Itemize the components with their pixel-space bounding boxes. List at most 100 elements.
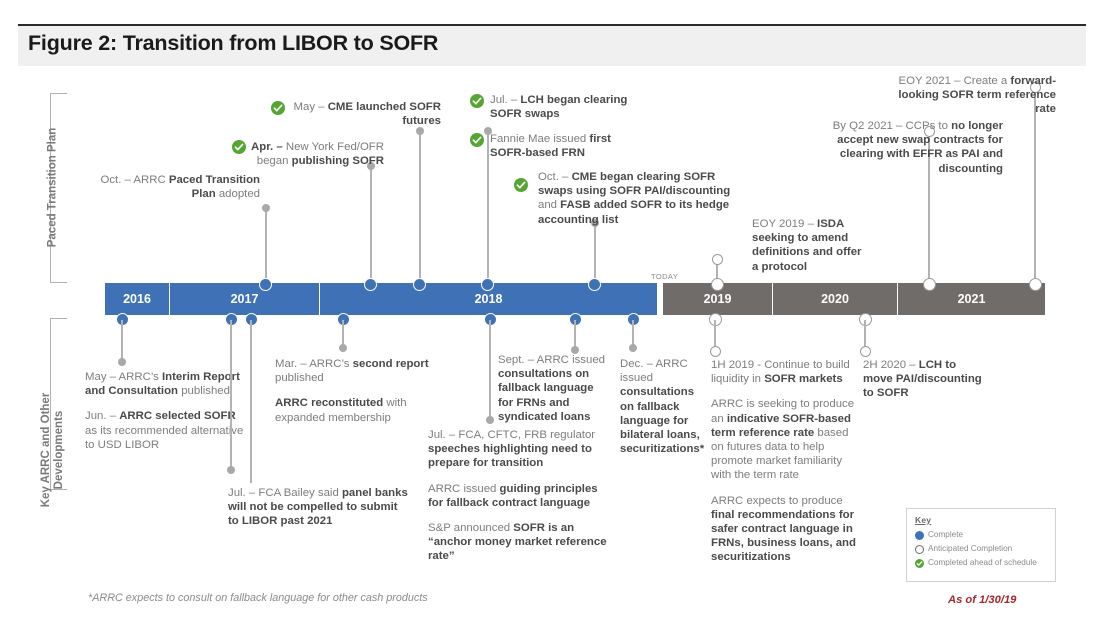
annotation-2h-2020-lch-pai: 2H 2020 – LCH to move PAI/discounting to… bbox=[863, 358, 987, 401]
connector-endpoint-hollow bbox=[860, 346, 871, 357]
completed-ahead-icon bbox=[514, 178, 528, 192]
legend-label-anticipated: Anticipated Completion bbox=[928, 544, 1013, 553]
timeline-bar: 2016 2017 2018 2019 2020 2021 bbox=[105, 283, 1045, 315]
annotation-paragraph: Dec. – ARRC issued consultations on fall… bbox=[620, 358, 705, 456]
timeline-segment-2020[interactable]: 2020 bbox=[773, 283, 898, 315]
annotation-paragraph: Jul. – FCA, CFTC, FRB regulator speeches… bbox=[428, 429, 596, 470]
key-legend-title: Key bbox=[915, 515, 932, 525]
timeline-node-oct-2018-cme-pai-fasb[interactable] bbox=[588, 278, 601, 291]
key-legend: Key Complete Anticipated Completion Comp… bbox=[906, 508, 1056, 582]
connector-stem bbox=[342, 320, 344, 348]
timeline-node-may-2018-cme-futures[interactable] bbox=[413, 278, 426, 291]
annotation-dec-2018-bilateral-consultations: Dec. – ARRC issued consultations on fall… bbox=[620, 357, 704, 456]
connector-stem bbox=[121, 320, 123, 362]
bracket-paced-transition-plan bbox=[50, 93, 67, 283]
legend-label-completed-ahead: Completed ahead of schedule bbox=[928, 558, 1037, 567]
timeline-year-label: 2017 bbox=[230, 292, 259, 306]
connector-stem bbox=[574, 320, 576, 350]
timeline-node-eoy-2019-isda[interactable] bbox=[711, 278, 724, 291]
annotation-jul-2018-regulator-speeches: Jul. – FCA, CFTC, FRB regulator speeches… bbox=[428, 428, 612, 564]
page-title: Figure 2: Transition from LIBOR to SOFR bbox=[28, 31, 439, 55]
annotation-by-q2-2021-ccps: By Q2 2021 – CCPs to no longer accept ne… bbox=[832, 120, 1003, 175]
timeline-segment-2021[interactable]: 2021 bbox=[898, 283, 1045, 315]
connector-endpoint-hollow bbox=[712, 254, 723, 265]
connector-stem bbox=[864, 320, 866, 350]
connector-stem bbox=[632, 320, 634, 348]
completed-ahead-icon bbox=[271, 101, 285, 115]
bracket-key-arrc-developments bbox=[50, 318, 67, 490]
annotation-paragraph: ARRC issued guiding principles for fallb… bbox=[428, 482, 598, 509]
connector-endpoint-dot bbox=[629, 344, 637, 352]
timeline-year-label: 2016 bbox=[123, 292, 151, 306]
connector-endpoint-dot bbox=[484, 127, 492, 135]
completed-ahead-icon bbox=[470, 133, 484, 147]
today-label: TODAY bbox=[651, 272, 679, 281]
annotation-apr-2018-nyfed-ofr: Apr. – New York Fed/OFR began publishing… bbox=[251, 141, 384, 168]
legend-complete-icon bbox=[915, 531, 924, 540]
annotation-paragraph: Mar. – ARRC’s second report published bbox=[275, 358, 429, 385]
connector-endpoint-dot bbox=[262, 204, 270, 212]
annotation-paragraph: 2H 2020 – LCH to move PAI/discounting to… bbox=[863, 359, 982, 400]
legend-completed-ahead-icon bbox=[915, 559, 924, 568]
legend-label-complete: Complete bbox=[928, 530, 964, 539]
axis-label-key-arrc-developments: Key ARRC and Other Developments bbox=[40, 392, 65, 508]
annotation-2016-interim-report: May – ARRC’s Interim Report and Consulta… bbox=[85, 370, 250, 452]
timeline-node-apr-2018-nyfed-ofr[interactable] bbox=[364, 278, 377, 291]
axis-label-paced-transition-plan: Paced Transition Plan bbox=[46, 127, 59, 248]
timeline-year-label: 2021 bbox=[957, 292, 986, 306]
timeline-node-jul-2018-lch-clearing[interactable] bbox=[481, 278, 494, 291]
completed-ahead-icon bbox=[232, 140, 246, 154]
annotation-eoy-2021-term-rate: EOY 2021 – Create a forward-looking SOFR… bbox=[898, 75, 1056, 116]
annotation-sept-2018-frn-consultations: Sept. – ARRC issued consultations on fal… bbox=[498, 353, 608, 424]
connector-endpoint-dot bbox=[118, 358, 126, 366]
connector-stem bbox=[594, 222, 596, 285]
connector-stem bbox=[250, 320, 252, 483]
header-band bbox=[18, 24, 1086, 66]
annotation-jul-2017-fca-bailey: Jul. – FCA Bailey said panel banks will … bbox=[228, 486, 408, 529]
connector-stem bbox=[419, 130, 421, 285]
connector-endpoint-dot bbox=[367, 162, 375, 170]
connector-stem bbox=[487, 130, 489, 285]
timeline-segment-2017[interactable]: 2017 bbox=[170, 283, 320, 315]
connector-stem bbox=[230, 320, 232, 470]
annotation-paragraph: 1H 2019 - Continue to build liquidity in… bbox=[711, 359, 850, 386]
timeline-node-by-q2-2021-ccps[interactable] bbox=[923, 278, 936, 291]
annotation-may-2018-cme-futures: May – CME launched SOFR futures bbox=[293, 101, 441, 128]
as-of-date: As of 1/30/19 bbox=[948, 594, 1017, 606]
connector-stem bbox=[1034, 87, 1036, 285]
completed-ahead-icon bbox=[470, 94, 484, 108]
connector-endpoint-dot bbox=[227, 466, 235, 474]
connector-endpoint-dot bbox=[571, 346, 579, 354]
annotation-paragraph: Sept. – ARRC issued consultations on fal… bbox=[498, 354, 605, 423]
connector-endpoint-dot bbox=[486, 416, 494, 424]
timeline-node-oct-2017-paced-plan[interactable] bbox=[259, 278, 272, 291]
annotation-oct-2018-cme-pai-fasb: Oct. – CME began clearing SOFR swaps usi… bbox=[538, 171, 731, 226]
annotation-1h-2019-liquidity: 1H 2019 - Continue to build liquidity in… bbox=[711, 358, 857, 565]
connector-endpoint-dot bbox=[591, 219, 599, 227]
connector-stem bbox=[370, 165, 372, 285]
annotation-paragraph: S&P announced SOFR is an “anchor money m… bbox=[428, 522, 607, 563]
connector-endpoint-hollow bbox=[924, 126, 935, 137]
today-marker bbox=[659, 283, 663, 315]
timeline-year-label: 2018 bbox=[474, 292, 503, 306]
timeline-node-eoy-2021-term-rate[interactable] bbox=[1029, 278, 1042, 291]
connector-endpoint-dot bbox=[416, 127, 424, 135]
connector-stem bbox=[265, 207, 267, 285]
annotation-jul-2018-lch-clearing: Jul. – LCH began clearing SOFR swaps bbox=[490, 94, 628, 121]
annotation-fannie-mae-frn: Fannie Mae issued first SOFR-based FRN bbox=[490, 133, 611, 160]
legend-anticipated-icon bbox=[915, 545, 924, 554]
annotation-paragraph: ARRC is seeking to produce an indicative… bbox=[711, 398, 855, 482]
connector-stem bbox=[489, 320, 491, 420]
connector-stem bbox=[714, 320, 716, 350]
annotation-paragraph: Jun. – ARRC selected SOFR as its recomme… bbox=[85, 410, 244, 451]
annotation-eoy-2019-isda: EOY 2019 – ISDA seeking to amend definit… bbox=[752, 218, 862, 273]
annotation-paragraph: Jul. – FCA Bailey said panel banks will … bbox=[228, 487, 408, 528]
footnote: *ARRC expects to consult on fallback lan… bbox=[88, 592, 428, 604]
connector-stem bbox=[716, 259, 718, 285]
annotation-paragraph: ARRC reconstituted with expanded members… bbox=[275, 397, 407, 424]
timeline-segment-2016[interactable]: 2016 bbox=[105, 283, 170, 315]
timeline-year-label: 2020 bbox=[821, 292, 849, 306]
timeline-year-label: 2019 bbox=[703, 292, 732, 306]
connector-stem bbox=[928, 131, 930, 285]
